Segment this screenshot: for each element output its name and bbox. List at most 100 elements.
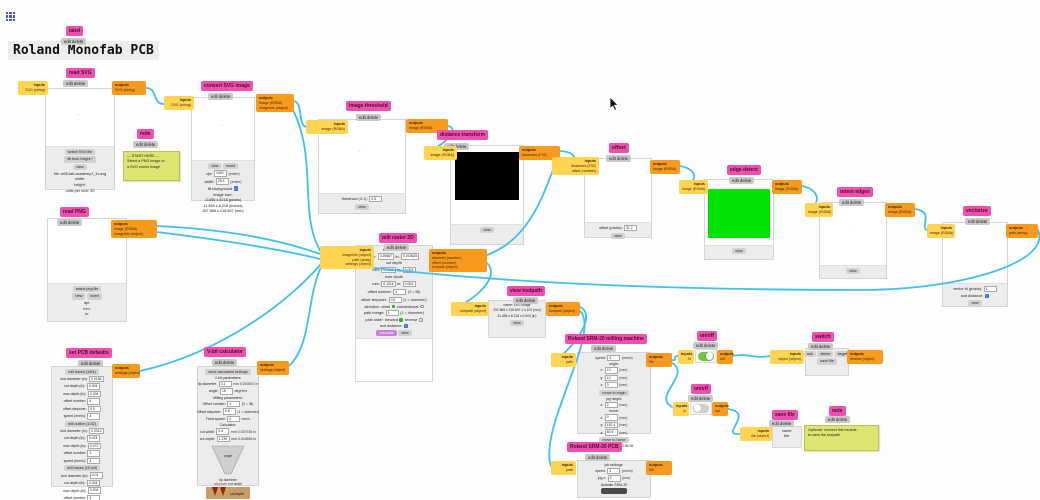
tool-diameter-in-input[interactable]: 0.0156	[89, 375, 104, 383]
speed-input[interactable]: 4	[607, 467, 621, 475]
node-title-label[interactable]: label	[66, 26, 84, 36]
move-to-home-button[interactable]: move to home	[599, 436, 629, 443]
cut-depth-input[interactable]: 1.139	[216, 435, 230, 443]
view-button[interactable]: view	[73, 164, 87, 171]
view-button[interactable]: view	[968, 299, 982, 306]
port-image-rgba[interactable]: image (RGBA)	[430, 152, 454, 157]
edit-delete-buttons[interactable]: edit delete	[585, 454, 611, 462]
conventional-radio[interactable]	[419, 304, 424, 309]
path-merge-input[interactable]: 1	[385, 310, 399, 317]
send-calculated-settings-button[interactable]: send calculated settings	[205, 368, 251, 375]
cut-depth-in-input[interactable]: 0.024	[86, 435, 100, 442]
port-settings-object[interactable]: settings (object)	[115, 370, 141, 375]
edit-delete-buttons[interactable]: edit delete	[57, 219, 83, 227]
cut-width-input[interactable]: 0.4	[216, 428, 230, 435]
port-object-object[interactable]: object (object)	[778, 356, 801, 361]
mill-traces-1-64-button[interactable]: mill traces (1/64)	[65, 368, 99, 375]
view-button[interactable]: view	[398, 329, 412, 336]
edit-delete-buttons[interactable]: edit delete	[63, 80, 89, 88]
delete-button[interactable]: delete	[817, 350, 834, 357]
speed-mm-s-input[interactable]: 4	[87, 457, 101, 465]
edit-delete-buttons[interactable]: edit delete	[61, 38, 87, 46]
node-title-note[interactable]: note	[137, 129, 154, 139]
port-image-rgba[interactable]: image (RGBA)	[808, 209, 832, 214]
node-title-srm20-machine[interactable]: Roland SRM-20 milling machine	[565, 334, 647, 344]
tip-diameter-input[interactable]: 0.1	[218, 380, 232, 388]
port-imageinfo-object[interactable]: imageInfo (object)	[114, 231, 143, 236]
offset-number-input[interactable]: 4	[393, 288, 407, 295]
max-depth-in-input[interactable]: 0.004	[87, 390, 101, 398]
edit-delete-buttons[interactable]: edit delete	[384, 244, 410, 252]
view-button[interactable]: view	[510, 319, 524, 326]
port-svg-string[interactable]: SVG (string)	[25, 87, 45, 92]
z-input[interactable]: 0	[604, 382, 618, 389]
port-distances-f32[interactable]: distances (F32)	[522, 152, 547, 157]
speed-input[interactable]: 4	[607, 354, 621, 361]
node-title-read-svg[interactable]: read SVG	[66, 68, 95, 78]
node-title-distance-transform[interactable]: distance transform	[437, 130, 489, 140]
invert-button[interactable]: invert	[222, 162, 238, 169]
port-settings-object[interactable]: settings (object)	[345, 262, 371, 267]
tool-diameter-in-input[interactable]: 0.01	[89, 472, 103, 479]
port-out[interactable]: out	[720, 356, 725, 361]
port-image-rgba[interactable]: image (RGBA)	[888, 209, 912, 214]
port-out[interactable]: out	[715, 408, 720, 413]
reverse-radio[interactable]	[418, 318, 423, 322]
port-in[interactable]: in	[683, 408, 686, 413]
mm-input[interactable]: 0.1016	[381, 266, 396, 274]
port-image-rgba[interactable]: image (RGBA)	[321, 126, 345, 131]
port-toolpath-object[interactable]: toolpath (object)	[432, 265, 458, 270]
port-image-rgba[interactable]: image (RGBA)	[930, 230, 954, 235]
port-path[interactable]: path	[566, 359, 573, 364]
in-input[interactable]: 0.004	[402, 280, 416, 287]
dark-button[interactable]	[601, 487, 627, 494]
port-path-array[interactable]: path (array)	[1009, 230, 1028, 235]
mill-outline-1-32-button[interactable]: mill outline (1/32)	[64, 420, 100, 427]
port-in[interactable]: in	[688, 356, 691, 361]
fill-background-checkbox[interactable]	[233, 186, 239, 191]
edit-delete-buttons[interactable]: edit delete	[356, 114, 382, 122]
node-title-orient-edges[interactable]: orient edges	[837, 187, 873, 197]
offset-number-input[interactable]: 4	[227, 400, 241, 408]
width-input[interactable]: 25.4	[215, 178, 229, 185]
edit-delete-buttons[interactable]: edit delete	[965, 218, 991, 226]
node-title-read-png[interactable]: read PNG	[60, 207, 89, 217]
speed-mm-s-input[interactable]: 4	[87, 413, 101, 420]
sort-distance-checkbox[interactable]	[403, 323, 409, 329]
view-button[interactable]: view	[355, 203, 369, 210]
mill-traces-10-mil-button[interactable]: mill traces (10 mil)	[64, 465, 100, 472]
node-title-mill-raster-2d[interactable]: mill raster 2D	[379, 233, 417, 243]
edit-delete-buttons[interactable]: edit delete	[839, 199, 865, 207]
dpi-input[interactable]: 1000	[213, 170, 227, 177]
port-offset-number[interactable]: offset (number)	[571, 168, 596, 173]
port-image-rgba[interactable]: image (RGBA)	[775, 186, 799, 191]
edit-delete-buttons[interactable]: edit delete	[513, 297, 539, 305]
jog-z-input[interactable]: 2	[607, 475, 621, 482]
view-button[interactable]: view	[480, 226, 494, 233]
node-title-switch[interactable]: switch	[812, 332, 834, 342]
view-button[interactable]: view	[72, 293, 86, 300]
node-title-edge-detect[interactable]: edge detect	[727, 165, 761, 175]
move-to-origin-button[interactable]: move to origin	[599, 389, 629, 396]
port-svg-string[interactable]: SVG (string)	[115, 87, 135, 92]
edit-delete-buttons[interactable]: edit delete	[208, 93, 234, 101]
offset-stepover-input[interactable]: 0.5	[388, 296, 402, 303]
z-input[interactable]: 60.5	[604, 429, 618, 436]
node-title-image-threshold[interactable]: image threshold	[346, 101, 391, 111]
node-title-convert-svg[interactable]: convert SVG image	[201, 81, 253, 91]
edit-delete-buttons[interactable]: edit delete	[78, 360, 104, 368]
mm-input[interactable]: 0.1016	[381, 280, 396, 287]
